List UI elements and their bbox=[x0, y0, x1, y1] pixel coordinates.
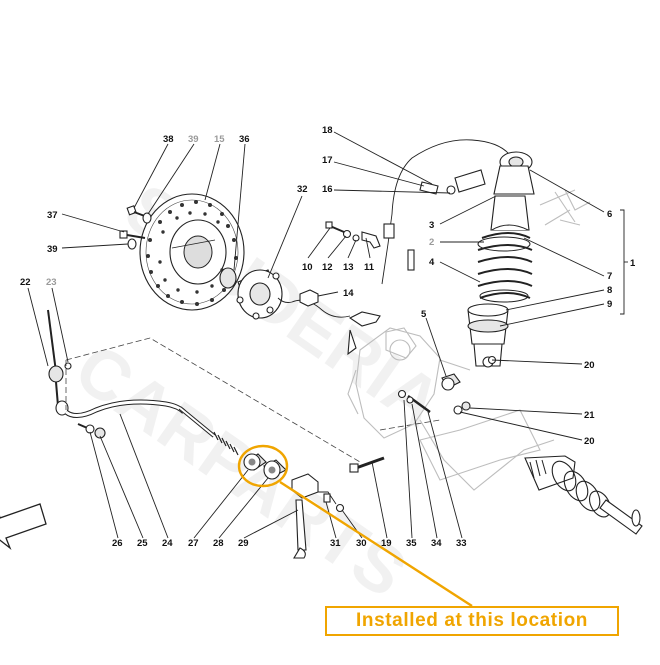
part-number-30: 30 bbox=[356, 538, 367, 549]
part-number-13: 13 bbox=[343, 262, 354, 273]
nut-14 bbox=[299, 289, 319, 307]
part-number-2: 2 bbox=[429, 237, 434, 248]
part-number-22: 22 bbox=[20, 277, 31, 288]
part-number-24: 24 bbox=[162, 538, 173, 549]
mount-bracket bbox=[291, 473, 345, 559]
part-number-16: 16 bbox=[322, 184, 333, 195]
part-number-20: 20 bbox=[584, 360, 595, 371]
part-number-18: 18 bbox=[322, 125, 333, 136]
part-number-1: 1 bbox=[630, 258, 636, 269]
anti-roll-bar bbox=[47, 309, 186, 439]
leader-lines bbox=[27, 131, 628, 539]
part-number-3: 3 bbox=[429, 220, 434, 231]
direction-arrow-icon bbox=[0, 503, 47, 550]
shock-absorber bbox=[467, 151, 591, 368]
part-number-4: 4 bbox=[429, 257, 435, 268]
part-number-34: 34 bbox=[431, 538, 442, 549]
assembly-lines bbox=[65, 337, 441, 463]
part-number-35: 35 bbox=[406, 538, 417, 549]
part-number-11: 11 bbox=[364, 262, 375, 273]
part-number-26: 26 bbox=[112, 538, 123, 549]
highlight-marker bbox=[237, 444, 473, 608]
part-number-21: 21 bbox=[584, 410, 595, 421]
part-number-14: 14 bbox=[343, 288, 354, 299]
part-number-10: 10 bbox=[302, 262, 313, 273]
threaded-rod bbox=[178, 406, 239, 456]
part-number-8: 8 bbox=[607, 285, 612, 296]
sensor-cable bbox=[381, 139, 513, 285]
part-number-20-lower: 20 bbox=[584, 436, 595, 447]
part-number-19: 19 bbox=[381, 538, 392, 549]
part-number-28: 28 bbox=[213, 538, 224, 549]
part-number-39-lower: 39 bbox=[47, 244, 58, 255]
part-number-23: 23 bbox=[46, 277, 57, 288]
part-number-7: 7 bbox=[607, 271, 612, 282]
part-number-39: 39 bbox=[188, 134, 199, 145]
part-number-37: 37 bbox=[47, 210, 58, 221]
part-number-12: 12 bbox=[322, 262, 333, 273]
part-number-31: 31 bbox=[330, 538, 341, 549]
part-number-9: 9 bbox=[607, 299, 612, 310]
brake-disc bbox=[139, 193, 245, 311]
part-labels: 38 39 15 36 37 39 32 18 17 16 6 3 2 4 7 … bbox=[20, 125, 636, 549]
wheel-bolts bbox=[119, 205, 152, 250]
bushings bbox=[243, 453, 287, 480]
drive-shaft bbox=[524, 455, 643, 535]
callout-label: Installed at this location bbox=[355, 610, 589, 631]
part-number-15: 15 bbox=[214, 134, 225, 145]
part-number-17: 17 bbox=[322, 155, 333, 166]
hub-carrier bbox=[347, 327, 555, 491]
part-number-5: 5 bbox=[421, 309, 427, 320]
part-number-6: 6 bbox=[607, 209, 612, 220]
part-number-29: 29 bbox=[238, 538, 249, 549]
part-number-36: 36 bbox=[239, 134, 250, 145]
bracket-hardware bbox=[325, 221, 381, 249]
part-number-27: 27 bbox=[188, 538, 199, 549]
installed-location-callout: Installed at this location bbox=[325, 606, 619, 636]
part-number-33: 33 bbox=[456, 538, 467, 549]
wheel-hub bbox=[219, 267, 381, 356]
part-number-32: 32 bbox=[297, 184, 308, 195]
part-number-25: 25 bbox=[137, 538, 148, 549]
part-number-38: 38 bbox=[163, 134, 174, 145]
